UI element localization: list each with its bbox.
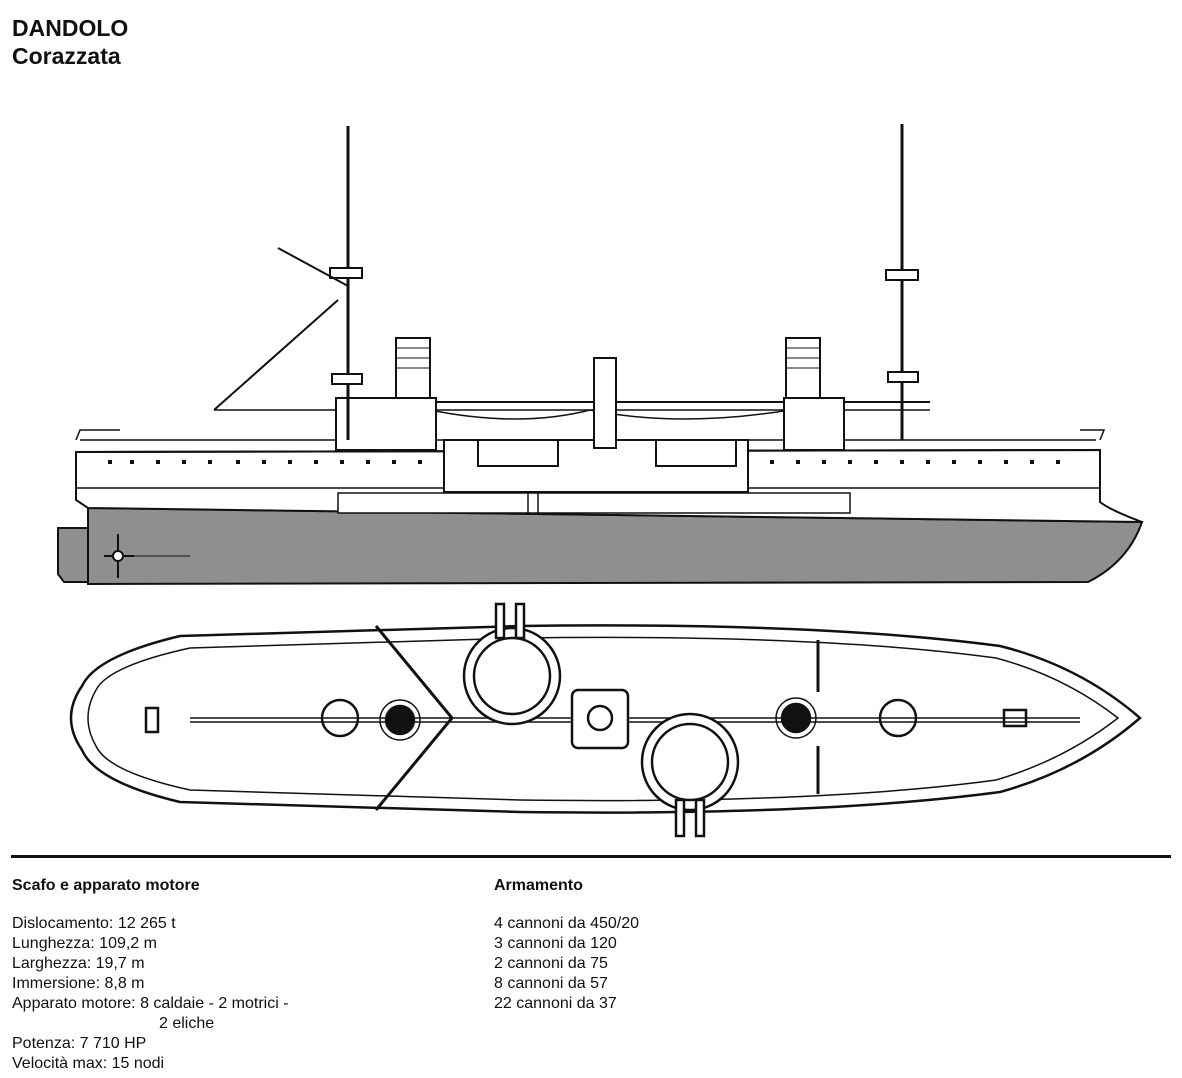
ship-type: Corazzata	[12, 43, 121, 69]
spec-line: Dislocamento: 12 265 t	[12, 915, 176, 932]
rudder	[57, 527, 89, 583]
armour-belt	[337, 492, 851, 514]
spec-line: Apparato motore: 8 caldaie - 2 motrici -	[12, 995, 289, 1012]
barbette-aft	[640, 712, 740, 812]
spec-line: Larghezza: 19,7 m	[12, 955, 145, 972]
turret-forward	[477, 439, 559, 467]
armament-column: Armamento 4 cannoni da 450/20 3 cannoni …	[494, 876, 639, 1014]
armament-line: 8 cannoni da 57	[494, 975, 608, 992]
armament-line: 4 cannoni da 450/20	[494, 915, 640, 932]
spec-line: Velocità max: 15 nodi	[12, 1055, 165, 1072]
spec-line: 2 eliche	[159, 1015, 215, 1032]
ship-title-block: DANDOLO Corazzata	[12, 14, 128, 70]
armament-line: 2 cannoni da 75	[494, 955, 608, 972]
side-profile-drawing	[57, 124, 1144, 586]
ship-name: DANDOLO	[12, 15, 129, 41]
barbette-forward	[462, 626, 562, 726]
section-divider	[11, 855, 1171, 858]
underwater-hull	[87, 506, 1144, 586]
plan-view-drawing	[69, 602, 1142, 838]
hull-specs-column: Scafo e apparato motore Dislocamento: 12…	[12, 876, 289, 1074]
funnel-top-forward	[384, 704, 416, 736]
spec-line: Immersione: 8,8 m	[12, 975, 145, 992]
spec-line: Potenza: 7 710 HP	[12, 1035, 147, 1052]
armament-line: 3 cannoni da 120	[494, 935, 617, 952]
turret-aft	[655, 439, 737, 467]
armament-title: Armamento	[494, 877, 583, 894]
hull-specs-title: Scafo e apparato motore	[12, 877, 200, 894]
propeller	[104, 534, 190, 578]
central-tower	[593, 357, 617, 449]
funnel-top-aft	[780, 702, 812, 734]
armament-line: 22 cannoni da 37	[494, 995, 617, 1012]
spec-line: Lunghezza: 109,2 m	[12, 935, 157, 952]
